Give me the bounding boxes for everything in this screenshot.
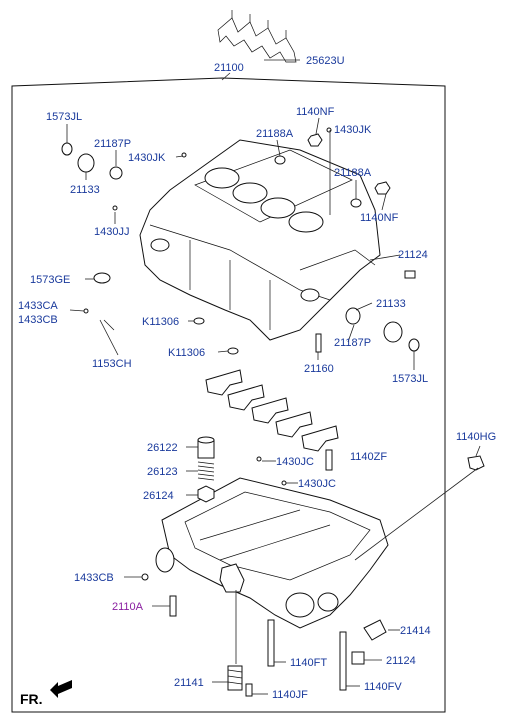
label-26124: 26124 — [143, 490, 174, 502]
label-1140jf: 1140JF — [272, 689, 308, 701]
label-21188a-top: 21188A — [256, 128, 294, 140]
label-1430jj: 1430JJ — [94, 226, 129, 238]
label-21187p-right: 21187P — [334, 337, 371, 349]
label-2110a: 2110A — [112, 601, 144, 613]
label-1573jl-bottom: 1573JL — [392, 373, 428, 385]
oil-relief-parts — [141, 436, 485, 697]
label-21124-upper: 21124 — [398, 249, 428, 261]
label-1430jk-top: 1430JK — [334, 124, 372, 136]
label-1430jc-b: 1430JC — [298, 478, 336, 490]
label-1140fv: 1140FV — [364, 681, 402, 693]
front-arrow-icon — [50, 680, 72, 698]
label-25623u: 25623U — [306, 55, 345, 67]
label-21133-right: 21133 — [376, 298, 406, 310]
bracket-25623u — [217, 10, 297, 63]
label-21141: 21141 — [174, 677, 204, 689]
label-1140ft: 1140FT — [290, 657, 327, 669]
label-k11306-b: K11306 — [168, 347, 205, 359]
label-1430jc-a: 1430JC — [276, 456, 314, 468]
label-21100: 21100 — [214, 62, 244, 74]
front-direction-marker: FR. — [20, 680, 72, 707]
bearing-caps — [205, 369, 339, 452]
label-1433cb-lower: 1433CB — [74, 572, 114, 584]
label-1573jl-top: 1573JL — [46, 111, 82, 123]
block-group-frame — [11, 77, 446, 713]
label-21160: 21160 — [304, 363, 334, 375]
label-1433ca: 1433CA — [18, 300, 58, 312]
label-1153ch: 1153CH — [92, 358, 132, 370]
part-labels: 25623U 21100 1573JL 1140NF 1430JK 21187P… — [18, 55, 496, 701]
label-21414: 21414 — [400, 625, 431, 637]
label-21124-lower: 21124 — [386, 655, 416, 667]
label-1430jk-left: 1430JK — [128, 152, 166, 164]
label-26123: 26123 — [147, 466, 178, 478]
label-k11306-a: K11306 — [142, 316, 179, 328]
label-1140nf-right: 1140NF — [360, 212, 399, 224]
block-small-parts — [61, 127, 420, 355]
lower-crankcase — [155, 477, 389, 629]
label-21188a-right: 21188A — [334, 167, 372, 179]
label-21187p-top: 21187P — [94, 138, 131, 150]
front-label: FR. — [20, 691, 43, 707]
label-26122: 26122 — [147, 442, 178, 454]
label-1433cb-upper: 1433CB — [18, 314, 58, 326]
cylinder-block — [139, 139, 381, 341]
label-1573ge: 1573GE — [30, 274, 70, 286]
label-1140nf-top: 1140NF — [296, 106, 335, 118]
label-1140zf: 1140ZF — [350, 451, 387, 463]
leader-lines — [66, 59, 481, 695]
label-21133-left: 21133 — [70, 184, 100, 196]
label-1140hg: 1140HG — [456, 431, 496, 443]
